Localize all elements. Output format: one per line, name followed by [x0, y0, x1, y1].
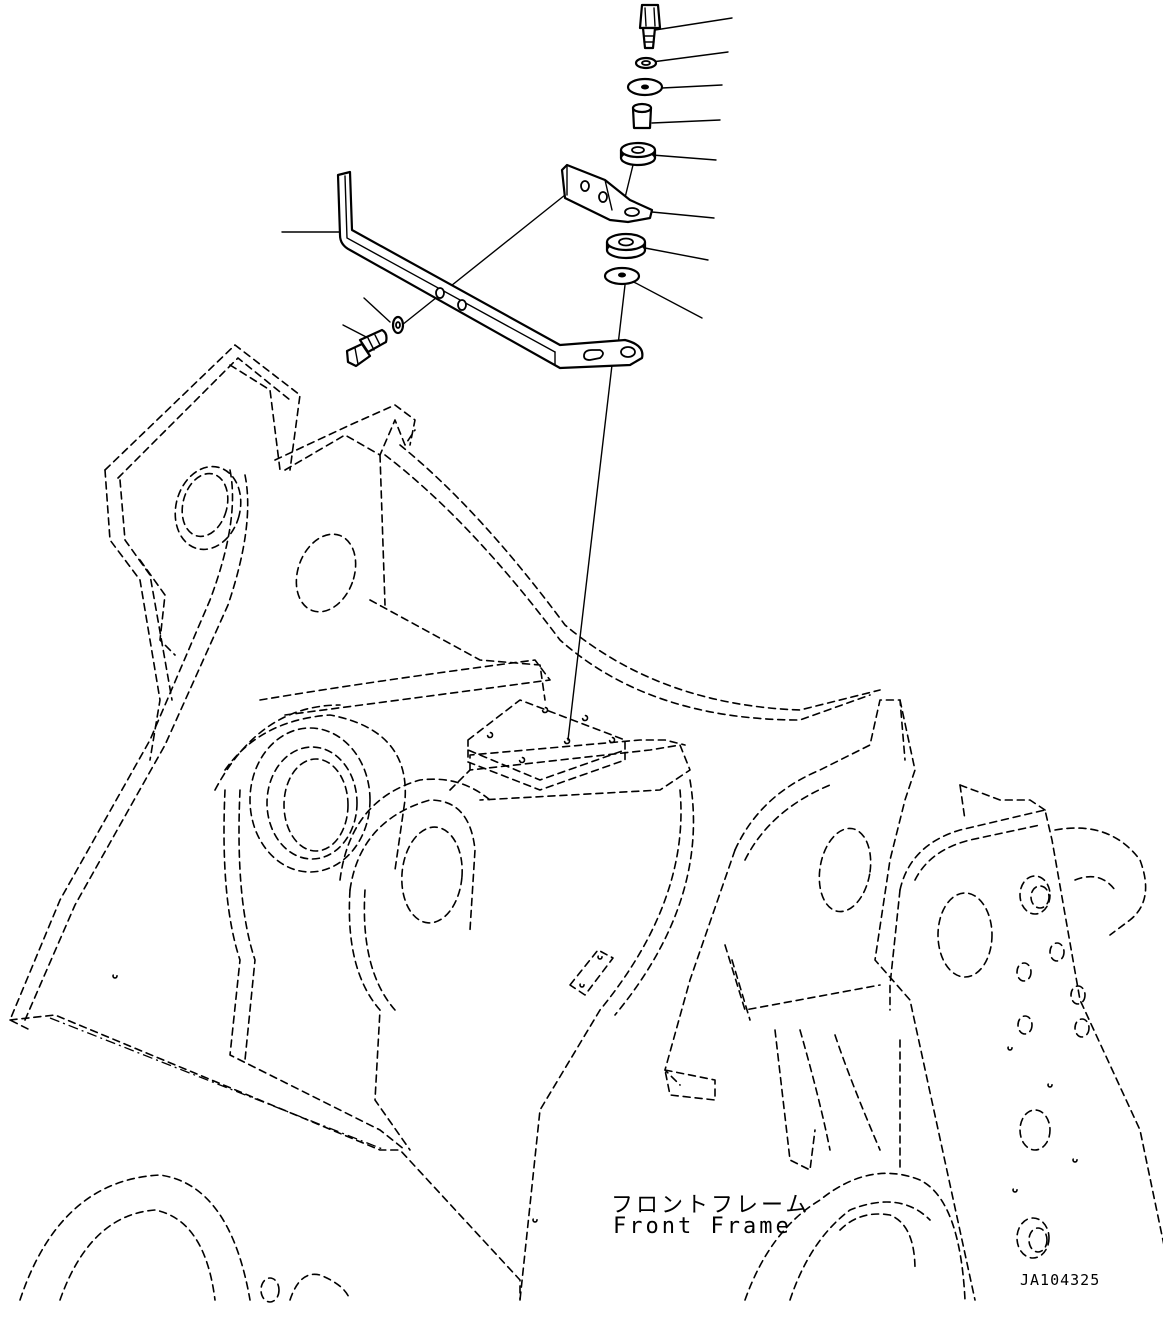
side-washer: [391, 315, 405, 335]
top-bolt: [638, 3, 662, 50]
front-frame-label-english: Front Frame: [613, 1214, 792, 1239]
alignment-lines: [401, 164, 634, 741]
rubber-mount-upper: [619, 141, 657, 167]
lower-washer: [603, 266, 641, 286]
brace-bar: [336, 170, 644, 370]
side-bolt: [345, 328, 388, 368]
front-frame-label-japanese: フロントフレーム: [611, 1193, 811, 1218]
drawing-code: JA104325: [1020, 1271, 1101, 1289]
mounting-bracket: [560, 163, 654, 224]
lock-washer: [634, 56, 658, 70]
leader-lines: [281, 17, 733, 341]
flat-washer: [626, 77, 664, 97]
front-frame: [9, 344, 1163, 1303]
collar: [631, 102, 653, 130]
rubber-mount-lower: [605, 232, 647, 260]
